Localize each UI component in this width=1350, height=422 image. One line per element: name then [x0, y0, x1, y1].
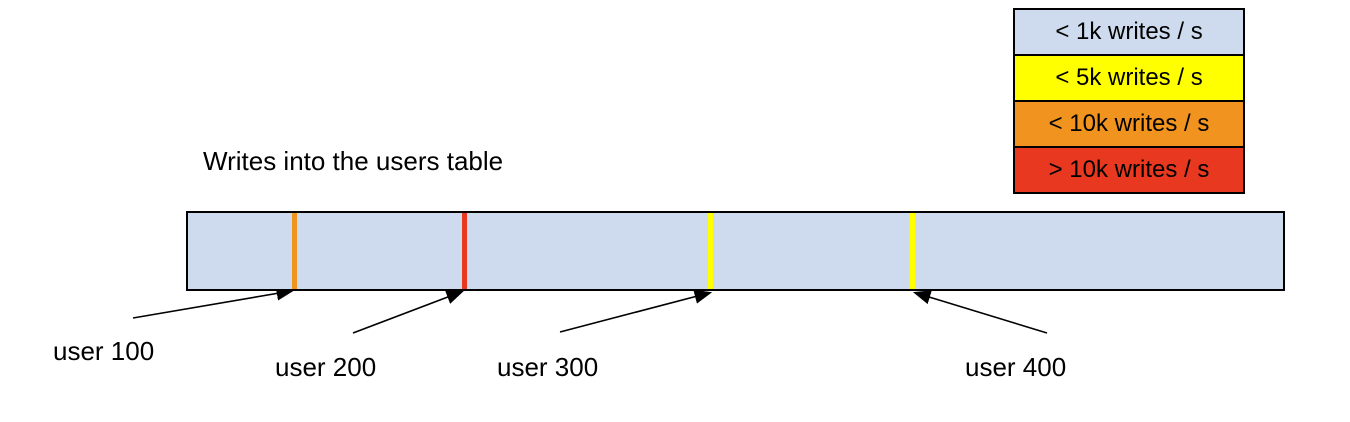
- user-label-3: user 400: [965, 352, 1067, 382]
- user-label-0: user 100: [53, 336, 155, 366]
- write-hotspot-marker-2: [707, 213, 713, 289]
- arrow-2: [559, 289, 713, 333]
- legend-item-2: < 10k writes / s: [1015, 102, 1243, 148]
- user-label-2: user 300: [497, 352, 599, 382]
- users-table-bar: [186, 211, 1285, 291]
- diagram-title: Writes into the users table: [203, 146, 504, 176]
- legend-item-3: > 10k writes / s: [1015, 148, 1243, 192]
- write-hotspot-marker-0: [291, 213, 297, 289]
- arrow-1: [352, 290, 464, 334]
- legend: < 1k writes / s< 5k writes / s< 10k writ…: [1013, 8, 1245, 194]
- legend-item-1: < 5k writes / s: [1015, 56, 1243, 102]
- arrow-3: [912, 290, 1048, 334]
- legend-item-0: < 1k writes / s: [1015, 10, 1243, 56]
- arrow-0: [132, 286, 295, 319]
- write-hotspot-marker-3: [909, 213, 915, 289]
- user-label-1: user 200: [275, 352, 377, 382]
- write-hotspot-marker-1: [461, 213, 467, 289]
